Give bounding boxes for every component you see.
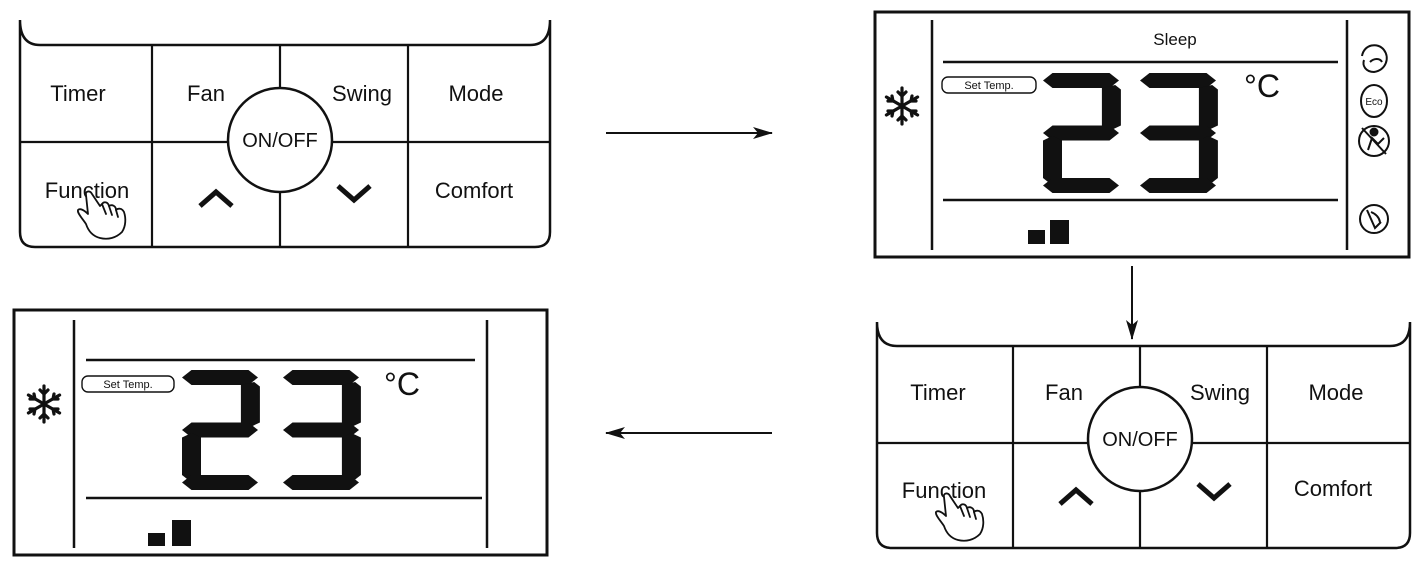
mode-button[interactable]: Mode (1308, 380, 1363, 405)
comfort-button[interactable]: Comfort (1294, 476, 1372, 501)
swing-button[interactable]: Swing (1190, 380, 1250, 405)
lcd-display-top: Sleep Set Temp. °C Eco (873, 10, 1411, 259)
temperature-unit: °C (384, 366, 420, 402)
onoff-button[interactable]: ON/OFF (1102, 429, 1178, 451)
swing-button[interactable]: Swing (332, 81, 392, 106)
set-temp-label: Set Temp. (103, 379, 152, 391)
timer-button[interactable]: Timer (910, 380, 965, 405)
comfort-button[interactable]: Comfort (435, 178, 513, 203)
set-temp-label: Set Temp. (964, 80, 1013, 92)
up-arrow-button[interactable] (1058, 486, 1094, 506)
eco-icon: Eco (1360, 84, 1388, 118)
sleep-label: Sleep (1153, 30, 1196, 49)
fan-level-icon (148, 520, 191, 546)
fan-button[interactable]: Fan (1045, 380, 1083, 405)
timer-button[interactable]: Timer (50, 81, 105, 106)
mode-button[interactable]: Mode (448, 81, 503, 106)
temperature-unit: °C (1244, 68, 1280, 104)
remote-panel-bottom: Timer Fan Swing Mode ON/OFF Function Com… (875, 321, 1412, 550)
down-arrow-button[interactable] (336, 184, 372, 204)
up-arrow-button[interactable] (198, 188, 234, 208)
down-arrow-button[interactable] (1196, 482, 1232, 502)
clean-icon (1359, 204, 1389, 234)
svg-text:Eco: Eco (1365, 97, 1383, 108)
sleep-icon (1361, 44, 1388, 74)
no-person-icon (1358, 125, 1390, 157)
fan-button[interactable]: Fan (187, 81, 225, 106)
lcd-display-bottom: Set Temp. °C (12, 308, 549, 557)
onoff-button[interactable]: ON/OFF (242, 130, 318, 152)
remote-panel-top: Timer Fan Swing Mode ON/OFF Function Com… (18, 19, 552, 249)
fan-level-icon (1028, 220, 1069, 244)
